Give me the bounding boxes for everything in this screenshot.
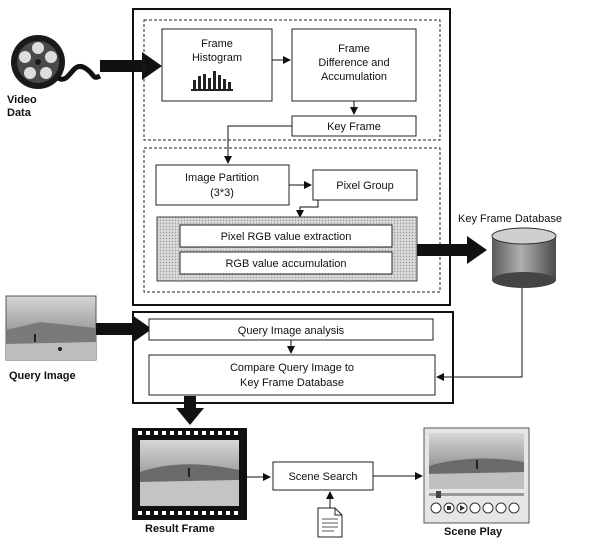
key-frame-label: Key Frame [327,121,381,133]
document-icon [317,507,343,538]
result-frame-label: Result Frame [145,523,215,535]
compare-label: Compare Query Image to [230,362,354,374]
histogram-icon [191,71,233,91]
arrow-database-to-compare [436,288,523,381]
media-controls-icon [430,502,520,514]
pixel-group-label: Pixel Group [336,180,393,192]
key-frame-section [143,19,441,141]
film-strip-icon [132,428,247,520]
query-module [132,311,454,404]
image-partition-label: Image Partition [185,172,259,184]
to-result-arrow [176,396,204,425]
scene-search-label: Scene Search [288,471,357,483]
arrow-pixelgroup-to-rgb [296,200,319,218]
query-analysis-label: Query Image analysis [238,325,345,337]
scene-search-box [272,461,374,491]
film-reel-icon [11,35,102,89]
frame-difference-label: Frame [338,43,370,55]
frame-histogram-label: Frame [201,38,233,50]
image-partition-label-2: (3*3) [210,187,234,199]
query-image-label: Query Image [9,370,76,382]
compare-label-2: Key Frame Database [240,377,344,389]
query-input-arrow [96,315,152,343]
frame-difference-box [291,28,417,102]
database-label: Key Frame Database [458,213,562,225]
compare-box [148,354,436,396]
video-label-2: Data [7,107,32,119]
video-input-arrow [100,52,162,80]
video-label: Video [7,94,37,106]
frame-difference-label-2: Difference and [318,57,389,69]
arrow-keyframe-to-partition [224,125,292,164]
feature-section [143,147,441,293]
extraction-module [132,8,451,306]
scene-play-label: Scene Play [444,526,503,538]
query-image-thumbnail [5,295,97,361]
to-database-arrow [417,236,487,264]
rgb-accumulation-label: RGB value accumulation [225,258,346,270]
image-partition-box [155,164,290,206]
rgb-accumulation-box [179,251,393,275]
frame-histogram-label-2: Histogram [192,52,242,64]
pixel-rgb-extraction-box [179,224,393,248]
database-cylinder-icon [491,227,557,288]
pixel-rgb-extraction-label: Pixel RGB value extraction [221,231,352,243]
frame-difference-label-3: Accumulation [321,71,387,83]
pixel-group-box [312,169,418,201]
